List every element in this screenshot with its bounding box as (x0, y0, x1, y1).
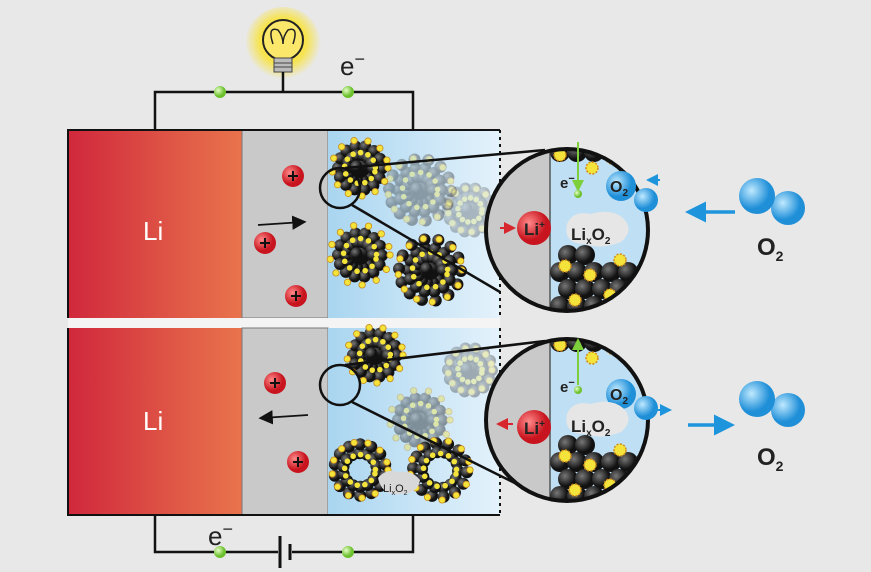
lixo2-deposit-small: LixO2 (378, 470, 420, 497)
svg-text:e−: e− (560, 173, 575, 192)
charge-cell: Li LixO2 (67, 324, 501, 516)
electron-label-top: e− (340, 49, 365, 81)
zoom-labels-discharge: Li+ e− O2 LixO2 (500, 142, 660, 247)
anode-label: Li (143, 216, 163, 246)
lithium-ion-icon (254, 232, 276, 254)
svg-text:LixO2: LixO2 (571, 225, 611, 247)
svg-text:LixO2: LixO2 (383, 483, 408, 497)
electron-dot (214, 86, 226, 98)
electron-dot (342, 546, 354, 558)
top-circuit-wire (153, 86, 415, 130)
light-bulb-icon (245, 7, 321, 92)
carbon-particle-cluster (328, 438, 392, 502)
electron-dot (214, 546, 226, 558)
bottom-circuit-wire (153, 515, 415, 558)
svg-text:O2: O2 (610, 179, 628, 199)
battery-source-icon (278, 536, 292, 568)
lithium-ion-icon (287, 451, 309, 473)
oxygen-molecule (606, 171, 636, 201)
svg-text:O2: O2 (757, 444, 784, 474)
lithium-anode (68, 130, 242, 318)
lithium-ion-icon (264, 372, 286, 394)
oxygen-molecule (739, 178, 775, 214)
oxygen-molecule (606, 379, 636, 409)
electron-label-bottom: e− (208, 519, 233, 551)
oxygen-inflow: O2 (685, 178, 805, 264)
separator (241, 327, 329, 516)
electron-dot (342, 86, 354, 98)
oxygen-outflow: O2 (688, 381, 805, 474)
carbon-particle-cluster (326, 222, 394, 289)
lithium-ion (517, 410, 551, 444)
svg-text:O2: O2 (757, 234, 784, 264)
ion-flow-arrow-right (257, 215, 307, 230)
svg-text:Li+: Li+ (524, 220, 545, 239)
anode-label: Li (143, 406, 163, 436)
lithium-ion-icon (282, 165, 304, 187)
carbon-particle-cluster (393, 233, 467, 307)
lithium-ion (517, 211, 551, 245)
discharge-cell: Li (67, 129, 501, 319)
zoom-labels-charge: Li+ e− O2 LixO2 (496, 338, 672, 444)
magnifier-cone-top (318, 148, 546, 294)
carbon-particle-cluster (442, 342, 498, 398)
lithium-ion-icon (285, 285, 307, 307)
svg-text:O2: O2 (610, 387, 628, 407)
svg-text:Li+: Li+ (524, 419, 545, 438)
svg-text:LixO2: LixO2 (571, 417, 611, 439)
oxygen-molecule (739, 381, 775, 417)
svg-text:e−: e− (560, 377, 575, 396)
ion-flow-arrow-left (258, 410, 309, 425)
lithium-anode (68, 328, 242, 515)
lithium-ions (254, 165, 309, 473)
